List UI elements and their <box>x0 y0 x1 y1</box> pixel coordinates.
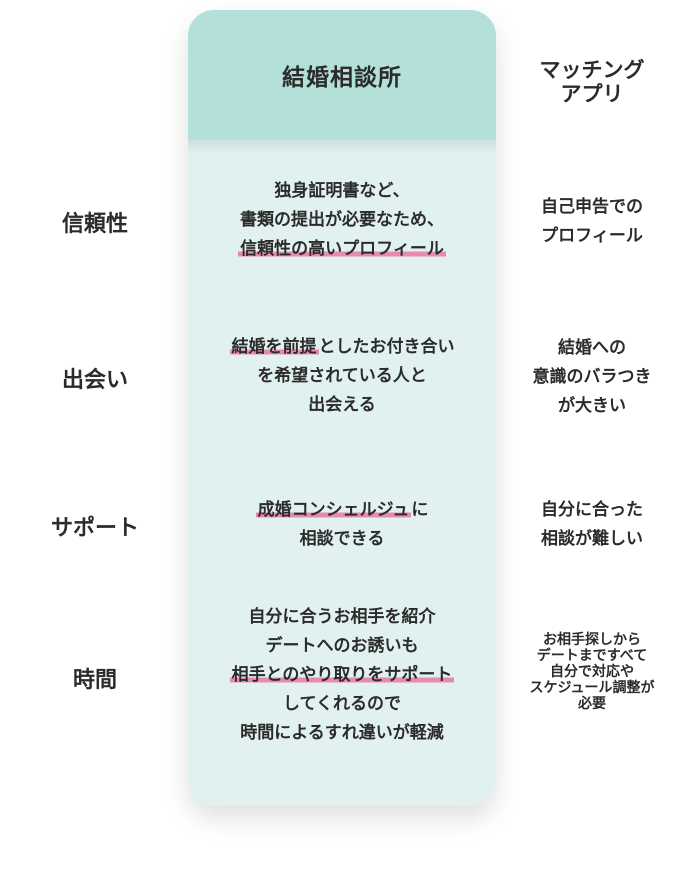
agency-text-line: デートへのお誘いも <box>265 636 419 656</box>
agency-text-line: 自分に合うお相手を紹介 <box>248 607 436 627</box>
agency-text-fragment: に <box>411 500 429 520</box>
app-cell-encounter: 結婚への 意識のバラつき が大きい <box>500 334 684 421</box>
app-title-line1: マッチング <box>539 58 645 82</box>
agency-cell-support: 成婚コンシェルジュに 相談できる <box>188 496 496 554</box>
highlighted-text: 結婚を前提 <box>229 337 319 357</box>
app-text-line: スケジュール調整が <box>529 680 655 696</box>
agency-text-line: 時間によるすれ違いが軽減 <box>240 723 444 743</box>
row-label-time: 時間 <box>72 668 117 693</box>
agency-cell-time: 自分に合うお相手を紹介 デートへのお誘いも 相手とのやり取りをサポート してくれ… <box>188 603 496 748</box>
agency-cell-encounter: 結婚を前提としたお付き合い を希望されている人と 出会える <box>188 333 496 420</box>
highlighted-text: 成婚コンシェルジュ <box>255 500 412 520</box>
agency-text-line: 出会える <box>308 395 376 415</box>
app-cell-time: お相手探しから デートまですべて 自分で対応や スケジュール調整が 必要 <box>500 632 684 712</box>
agency-text-line: 相談できる <box>299 529 385 549</box>
agency-text-fragment: としたお付き合い <box>318 337 455 357</box>
agency-title: 結婚相談所 <box>282 65 402 91</box>
app-text-line: 結婚への <box>558 338 626 358</box>
row-label-reliability: 信頼性 <box>61 212 128 237</box>
app-text-line: プロフィール <box>541 226 643 246</box>
app-text-line: 自分に合った <box>541 500 643 520</box>
agency-text-line: を希望されている人と <box>257 366 427 386</box>
agency-column-header: 結婚相談所 <box>188 10 496 140</box>
highlighted-text: 信頼性の高いプロフィール <box>238 239 446 259</box>
agency-text-line: 独身証明書など、 <box>274 181 410 201</box>
app-cell-reliability: 自己申告での プロフィール <box>500 193 684 251</box>
app-text-line: 意識のバラつき <box>532 367 652 387</box>
app-text-line: 必要 <box>578 696 606 712</box>
app-text-line: が大きい <box>558 396 626 416</box>
app-text-line: デートまですべて <box>536 648 648 664</box>
agency-cell-reliability: 独身証明書など、 書類の提出が必要なため、 信頼性の高いプロフィール <box>188 177 496 264</box>
row-label-support: サポート <box>50 516 139 541</box>
header-divider-shadow <box>188 140 496 154</box>
app-cell-support: 自分に合った 相談が難しい <box>500 496 684 554</box>
app-title-line2: アプリ <box>560 82 624 106</box>
app-column-header: マッチング アプリ <box>500 58 684 106</box>
app-text-line: お相手探しから <box>543 632 641 648</box>
app-text-line: 自分で対応や <box>550 664 634 680</box>
row-label-encounter: 出会い <box>61 368 128 393</box>
agency-text-line: してくれるので <box>283 694 401 714</box>
highlighted-text: 相手とのやり取りをサポート <box>229 665 455 685</box>
agency-text-line: 書類の提出が必要なため、 <box>240 210 444 230</box>
app-text-line: 自己申告での <box>541 197 643 217</box>
app-text-line: 相談が難しい <box>541 529 643 549</box>
